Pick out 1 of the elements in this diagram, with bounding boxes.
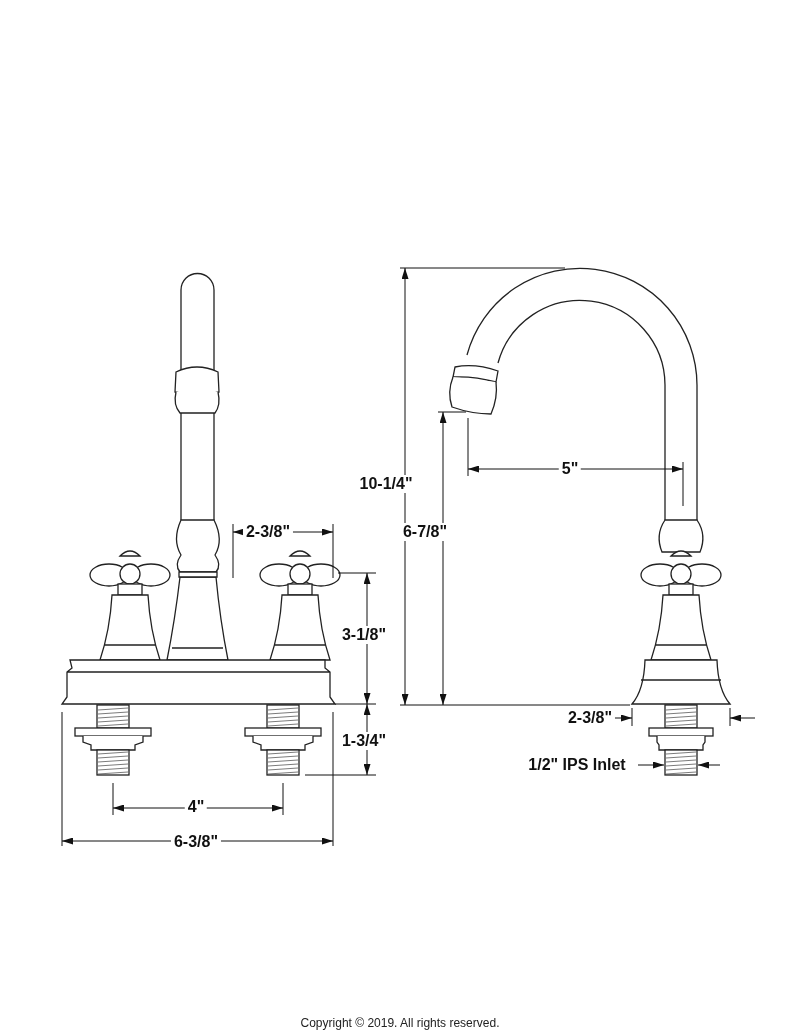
copyright-notice: Copyright © 2019. All rights reserved.	[299, 1016, 501, 1030]
